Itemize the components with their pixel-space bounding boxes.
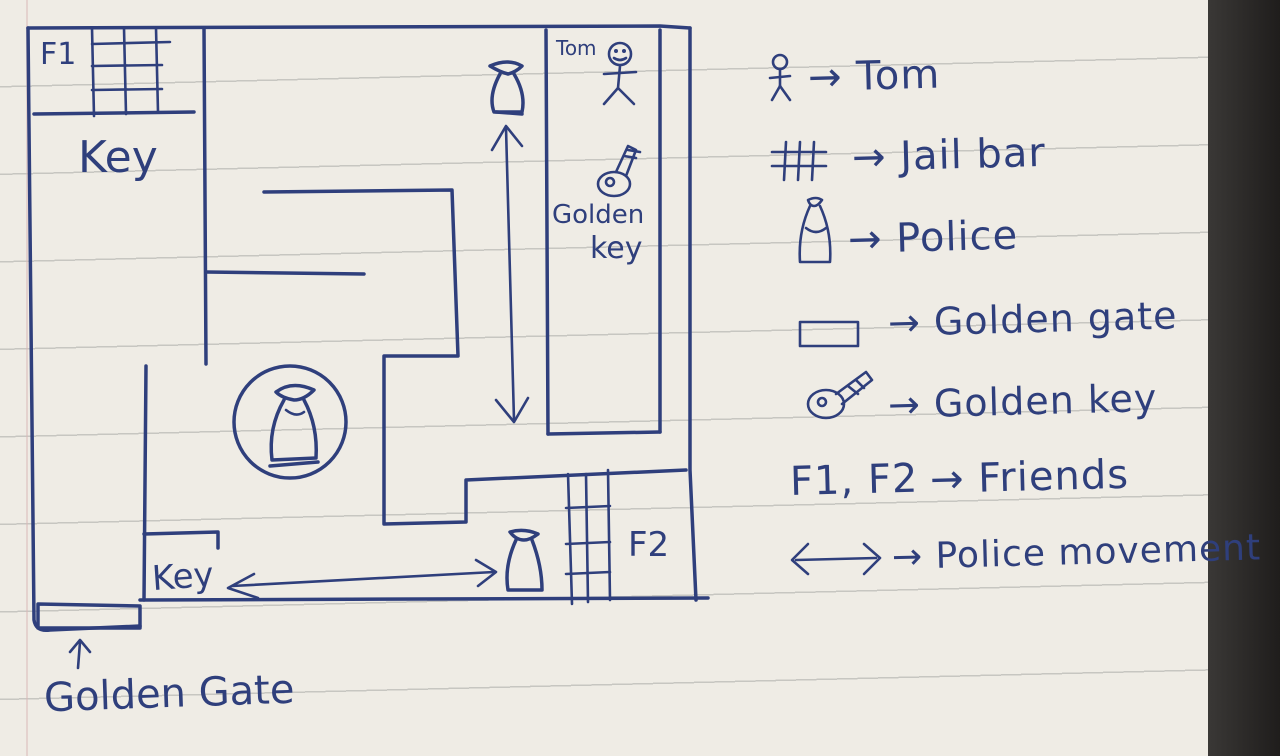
inner-walls [142,26,688,602]
legend-friends-ids: F1, F2 [789,455,919,505]
police-icon [488,60,525,116]
tom-figure-icon [602,41,638,106]
legend-jail-bar-text: → Jail bar [851,129,1047,181]
table-edge [1208,0,1280,756]
golden-gate-icon [36,602,142,630]
paper-margin-line [26,0,28,756]
legend-police-text: → Police [847,212,1019,263]
bottom-police-icon [505,528,544,592]
legend-tom-icon [768,53,792,102]
tom-label: Tom [556,36,597,60]
circled-police-icon [232,364,348,480]
legend-police-movement-text: → Police movement [891,527,1262,578]
f1-cell [32,26,196,118]
friend2-label: F2 [628,525,670,565]
legend-tom-text: → Tom [807,51,941,101]
key-lower-label: Key [150,554,215,600]
legend-jail-bar-icon [770,140,828,182]
friend1-label: F1 [40,37,77,72]
notebook-paper [0,0,1210,756]
golden-key-icon [596,144,642,198]
golden-key-label-line1: Golden [552,200,645,230]
legend-golden-gate-icon [798,320,860,348]
legend-friends-text: → Friends [929,451,1130,503]
legend-golden-key-text: → Golden key [887,375,1158,427]
golden-gate-label: Golden Gate [43,666,296,722]
golden-key-label-line2: key [590,231,643,266]
f2-jail-bars [564,468,612,606]
legend-golden-key-icon [806,370,874,420]
golden-gate-pointer-arrow-icon [68,638,92,670]
legend-police-icon [798,196,832,264]
outer-walls [26,24,710,633]
police-vertical-movement-arrow-icon [490,124,530,424]
legend-double-arrow-icon [790,542,882,576]
key-upper-label: Key [78,132,158,183]
legend-golden-gate-text: → Golden gate [887,293,1179,345]
police-horizontal-movement-arrow-icon [226,558,498,600]
